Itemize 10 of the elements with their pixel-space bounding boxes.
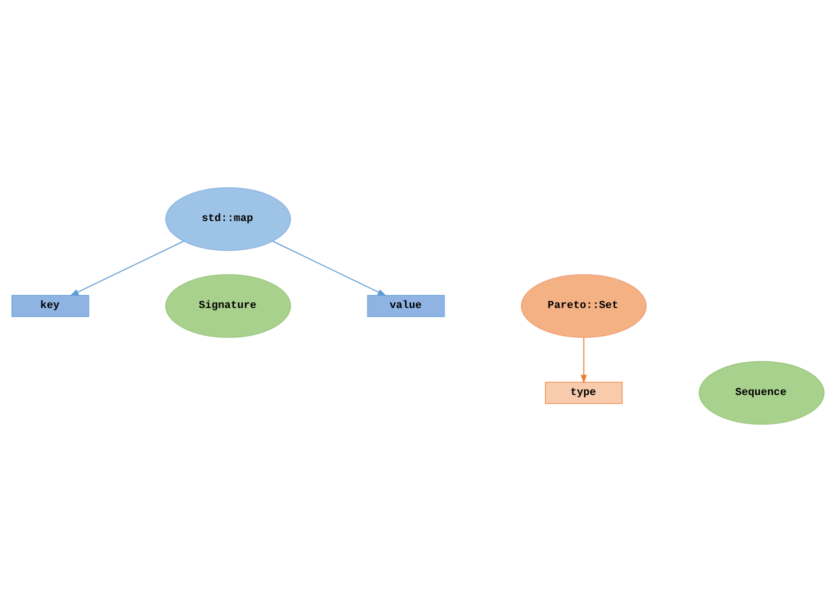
node-ellipse: Sequence <box>698 360 824 424</box>
node-ellipse: Signature <box>165 274 291 338</box>
arrow <box>580 337 587 384</box>
arrow <box>272 240 386 296</box>
node-box: type <box>545 381 623 404</box>
node-box: key <box>12 294 90 317</box>
arrow <box>70 240 184 296</box>
node-ellipse: Pareto::Set <box>520 274 647 338</box>
node-box: value <box>367 294 445 317</box>
node-ellipse: std::map <box>165 186 291 250</box>
